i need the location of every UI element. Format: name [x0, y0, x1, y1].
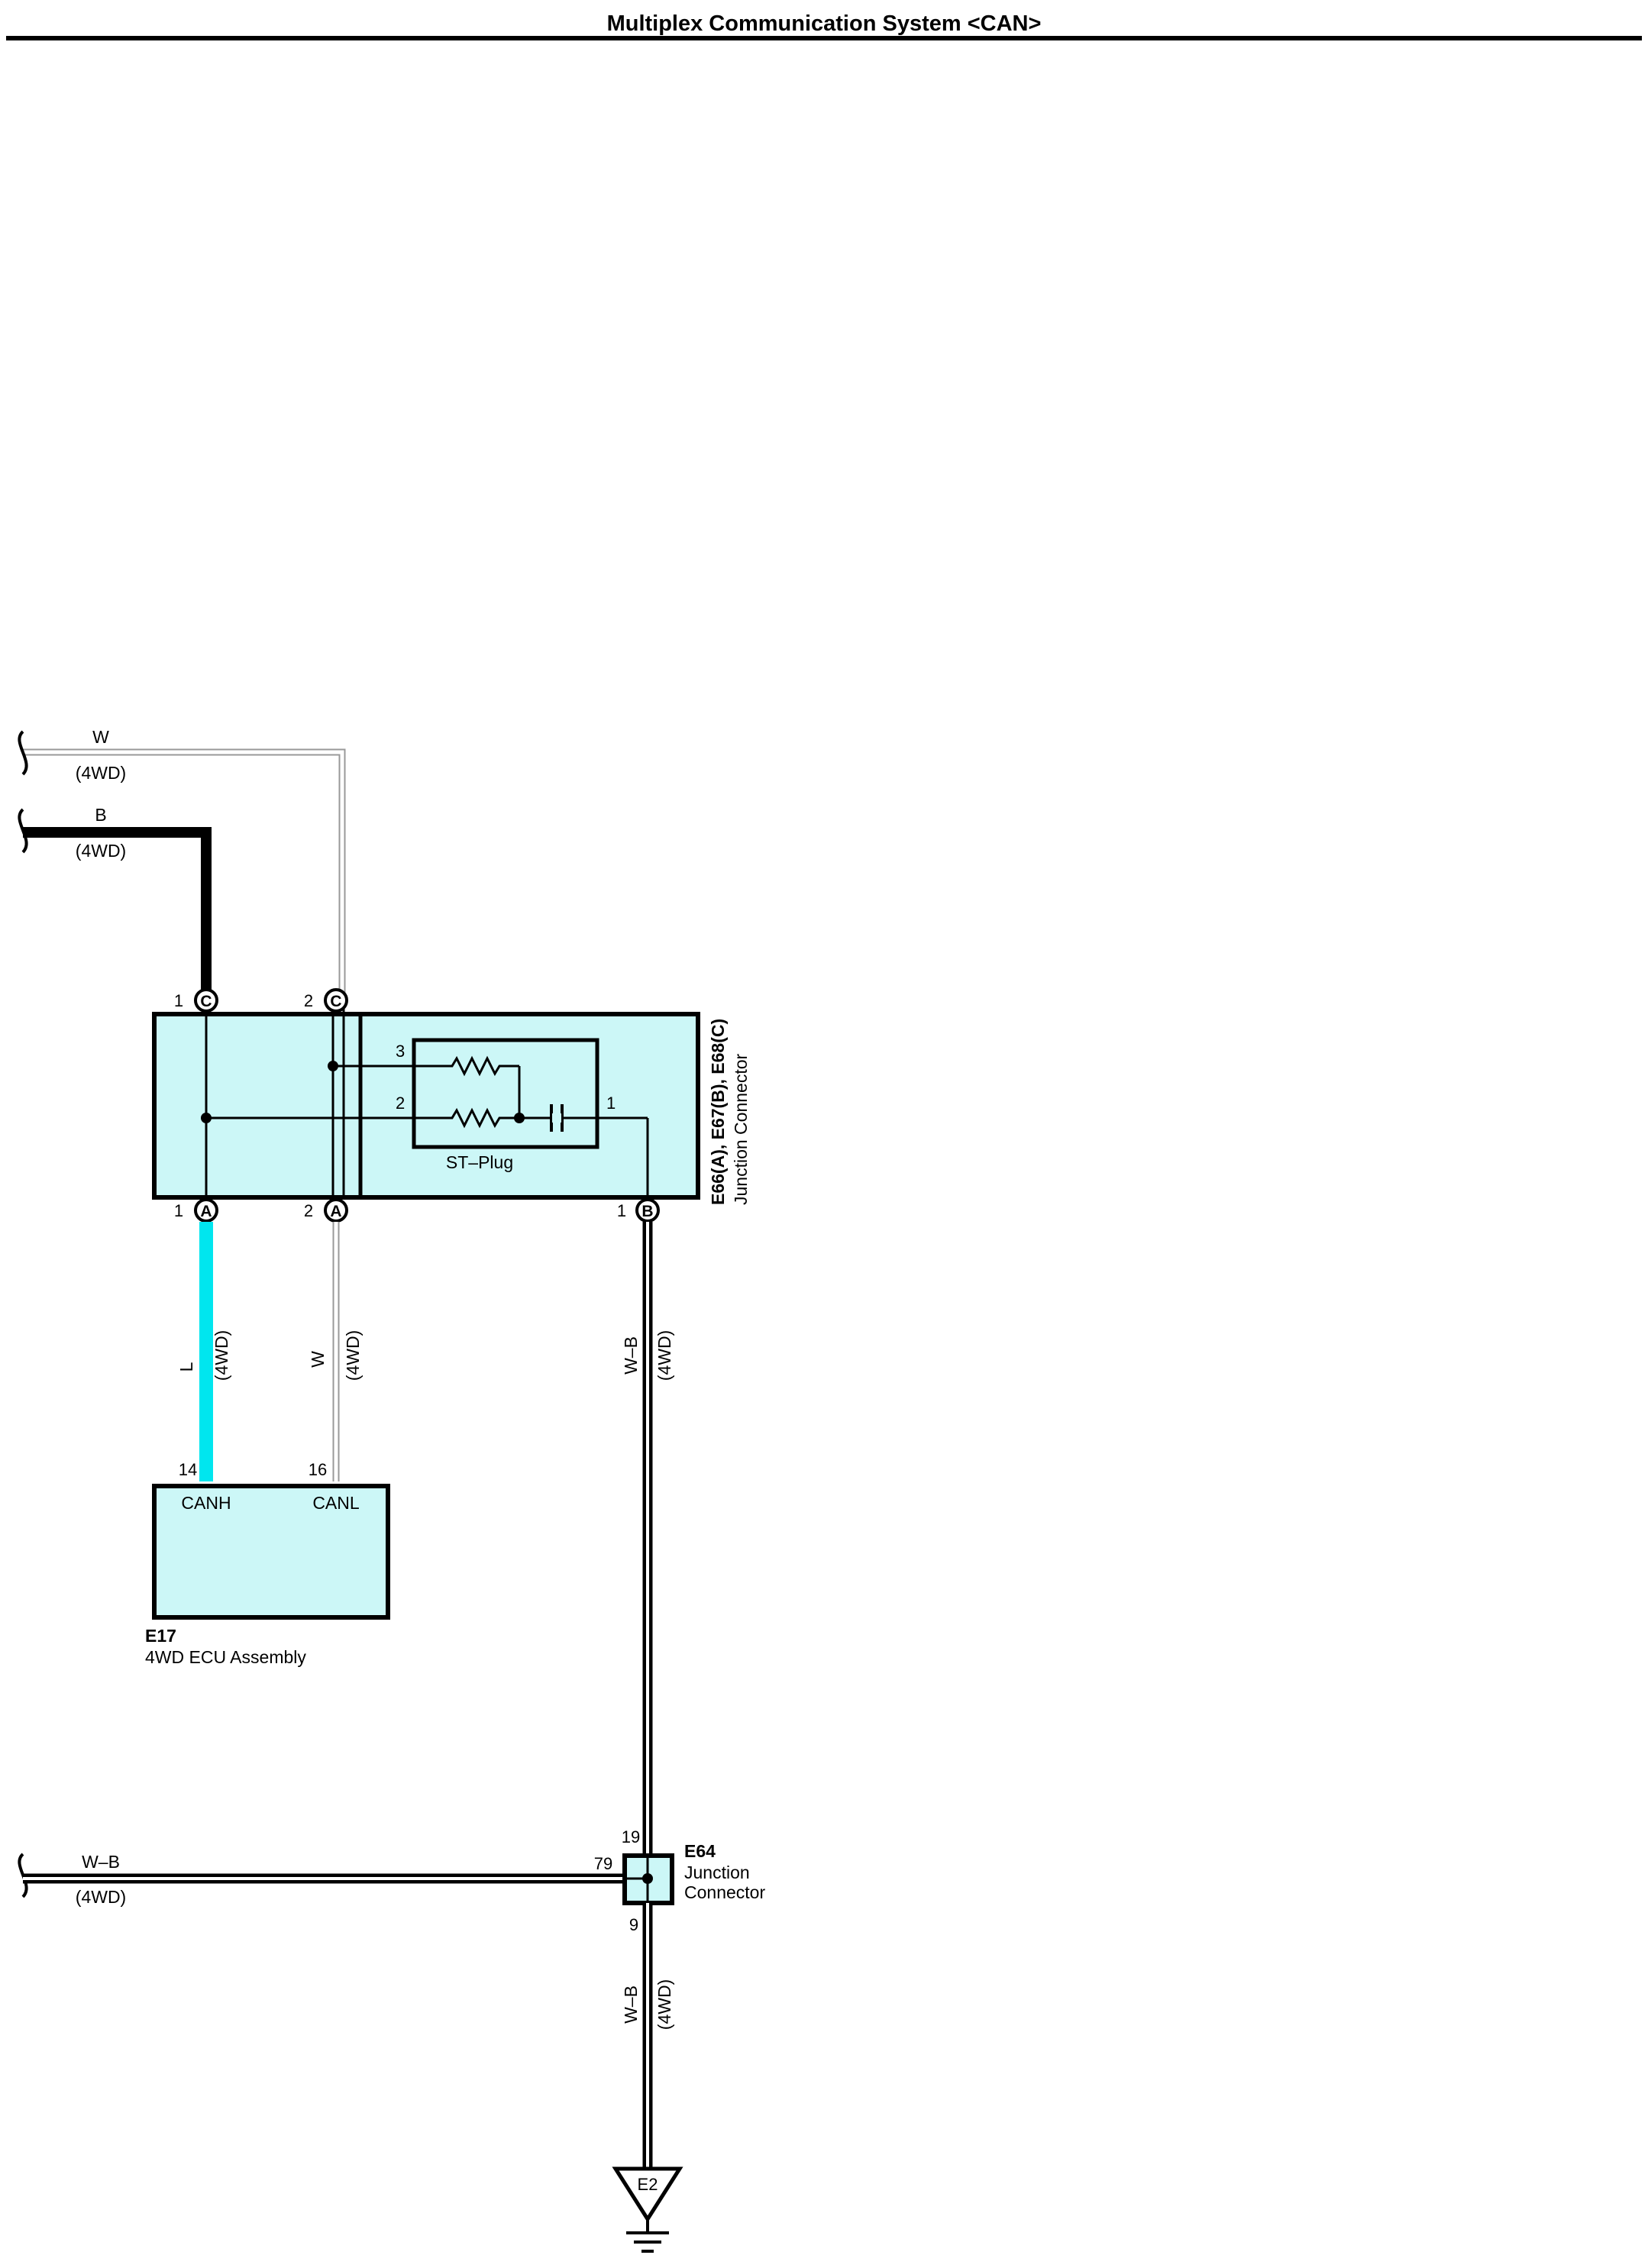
ecu-box — [152, 1484, 390, 1620]
ground-triangle-icon — [612, 2166, 683, 2223]
ecu-pin-number: 14 — [179, 1460, 197, 1479]
wire-option-label: (4WD) — [76, 763, 126, 783]
st-plug-pin-1: 1 — [606, 1094, 616, 1113]
pin-number: 1 — [174, 1201, 183, 1220]
connector-pin-a1: A — [194, 1198, 218, 1223]
pin-number: 2 — [304, 1201, 313, 1220]
svg-text:C: C — [200, 993, 212, 1010]
svg-text:A: A — [200, 1203, 212, 1220]
capacitor-gap — [552, 1113, 561, 1123]
pin-number: 2 — [304, 991, 313, 1010]
wire-color-label: L — [176, 1362, 196, 1371]
header-rule — [6, 36, 1642, 40]
junction-internal-wiring — [205, 1005, 654, 1207]
st-plug-pin-3: 3 — [396, 1042, 405, 1061]
ground-icon — [626, 2219, 669, 2253]
svg-text:C: C — [330, 993, 341, 1010]
e64-pin-bottom: 9 — [629, 1915, 638, 1934]
wire-option-label: (4WD) — [654, 1330, 674, 1381]
ground-label: E2 — [638, 2175, 658, 2194]
e64-name: Connector — [684, 1882, 765, 1902]
wire-option-label: (4WD) — [212, 1330, 231, 1381]
connector-pin-c1: C — [194, 988, 218, 1013]
page-title: Multiplex Communication System <CAN> — [607, 11, 1042, 36]
connector-pin-b1: B — [635, 1198, 660, 1223]
ecu-code: E17 — [145, 1626, 176, 1646]
splice-dot — [514, 1113, 525, 1123]
wire-color-label: W — [92, 727, 109, 747]
splice-dot — [328, 1061, 338, 1071]
resistor-icon — [443, 1107, 550, 1129]
ecu-pin-number: 16 — [309, 1460, 327, 1479]
st-plug-label: ST–Plug — [446, 1152, 513, 1172]
wire-option-label: (4WD) — [343, 1330, 363, 1381]
junction-connector-code: E66(A), E67(B), E68(C) — [708, 1019, 728, 1205]
pin-number: 1 — [617, 1201, 626, 1220]
wire-break-symbol — [18, 730, 28, 776]
splice-dot — [201, 1113, 212, 1123]
wire-option-label: (4WD) — [76, 841, 126, 861]
e64-code: E64 — [684, 1841, 716, 1861]
connector-pin-c2: C — [324, 988, 348, 1013]
wire-color-label: W–B — [82, 1852, 120, 1872]
e64-pin-left: 79 — [594, 1854, 612, 1873]
wire-color-label: W–B — [621, 1985, 641, 2024]
wire-option-label: (4WD) — [76, 1887, 126, 1907]
svg-text:B: B — [641, 1203, 653, 1220]
svg-text:A: A — [330, 1203, 341, 1220]
e64-pin-top: 19 — [622, 1827, 640, 1846]
wire-color-label: W–B — [621, 1336, 641, 1375]
st-plug-pin-2: 2 — [396, 1094, 405, 1113]
wire-color-label: W — [308, 1351, 328, 1368]
splice-dot — [642, 1873, 653, 1884]
e64-name: Junction — [684, 1863, 750, 1882]
wire-b-top — [23, 827, 212, 993]
connector-pin-a2: A — [324, 1198, 348, 1223]
wire-option-label: (4WD) — [654, 1979, 674, 2030]
resistor-icon — [443, 1055, 521, 1118]
wire-w-top — [23, 748, 346, 993]
ecu-pin-name: CANL — [312, 1493, 360, 1513]
pin-number: 1 — [174, 991, 183, 1010]
ecu-name: 4WD ECU Assembly — [145, 1647, 306, 1667]
junction-connector-box — [152, 1012, 700, 1200]
junction-connector-name: Junction Connector — [731, 1053, 751, 1205]
wire-color-label: B — [95, 805, 106, 825]
st-plug-box — [412, 1038, 599, 1149]
ecu-pin-name: CANH — [181, 1493, 231, 1513]
